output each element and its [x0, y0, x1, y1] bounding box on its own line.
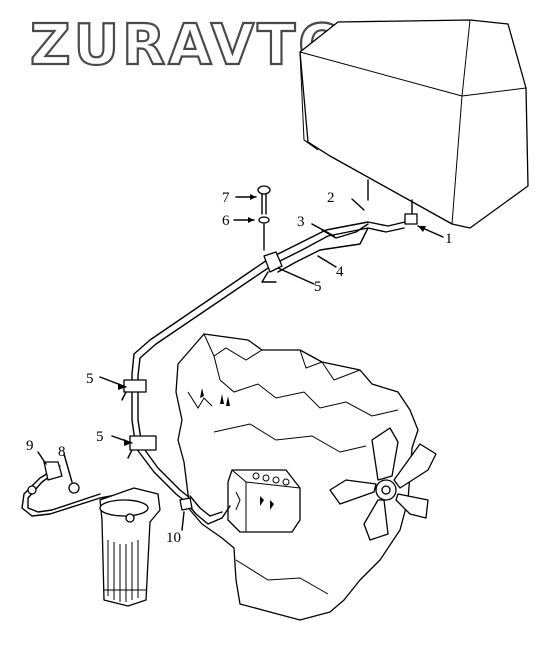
callout-3: 3 [297, 214, 305, 230]
callout-7: 7 [222, 190, 230, 206]
leader-lines [37, 194, 444, 531]
fuel-line [131, 221, 406, 503]
bolt [257, 185, 271, 215]
washer [258, 216, 270, 251]
clamp-middle [121, 379, 147, 401]
callout-6: 6 [222, 213, 230, 229]
callout-9: 9 [26, 438, 34, 454]
callout-10: 10 [166, 530, 181, 546]
clamp-upper [261, 251, 283, 283]
callout-8: 8 [58, 444, 66, 460]
clamp-lower [127, 435, 157, 459]
callout-5-lower: 5 [96, 429, 104, 445]
drain-hose [21, 461, 123, 517]
callout-2: 2 [327, 190, 335, 206]
callout-1: 1 [445, 231, 453, 247]
callout-5-middle: 5 [86, 371, 94, 387]
fuel-tank [299, 19, 529, 229]
fuel-filter [99, 487, 161, 607]
pump-feed-hose [179, 495, 231, 525]
engine-block [175, 333, 419, 621]
injection-pump [227, 469, 301, 533]
callout-4: 4 [336, 264, 344, 280]
cooling-fan [329, 427, 437, 541]
callout-5-upper: 5 [314, 279, 322, 295]
